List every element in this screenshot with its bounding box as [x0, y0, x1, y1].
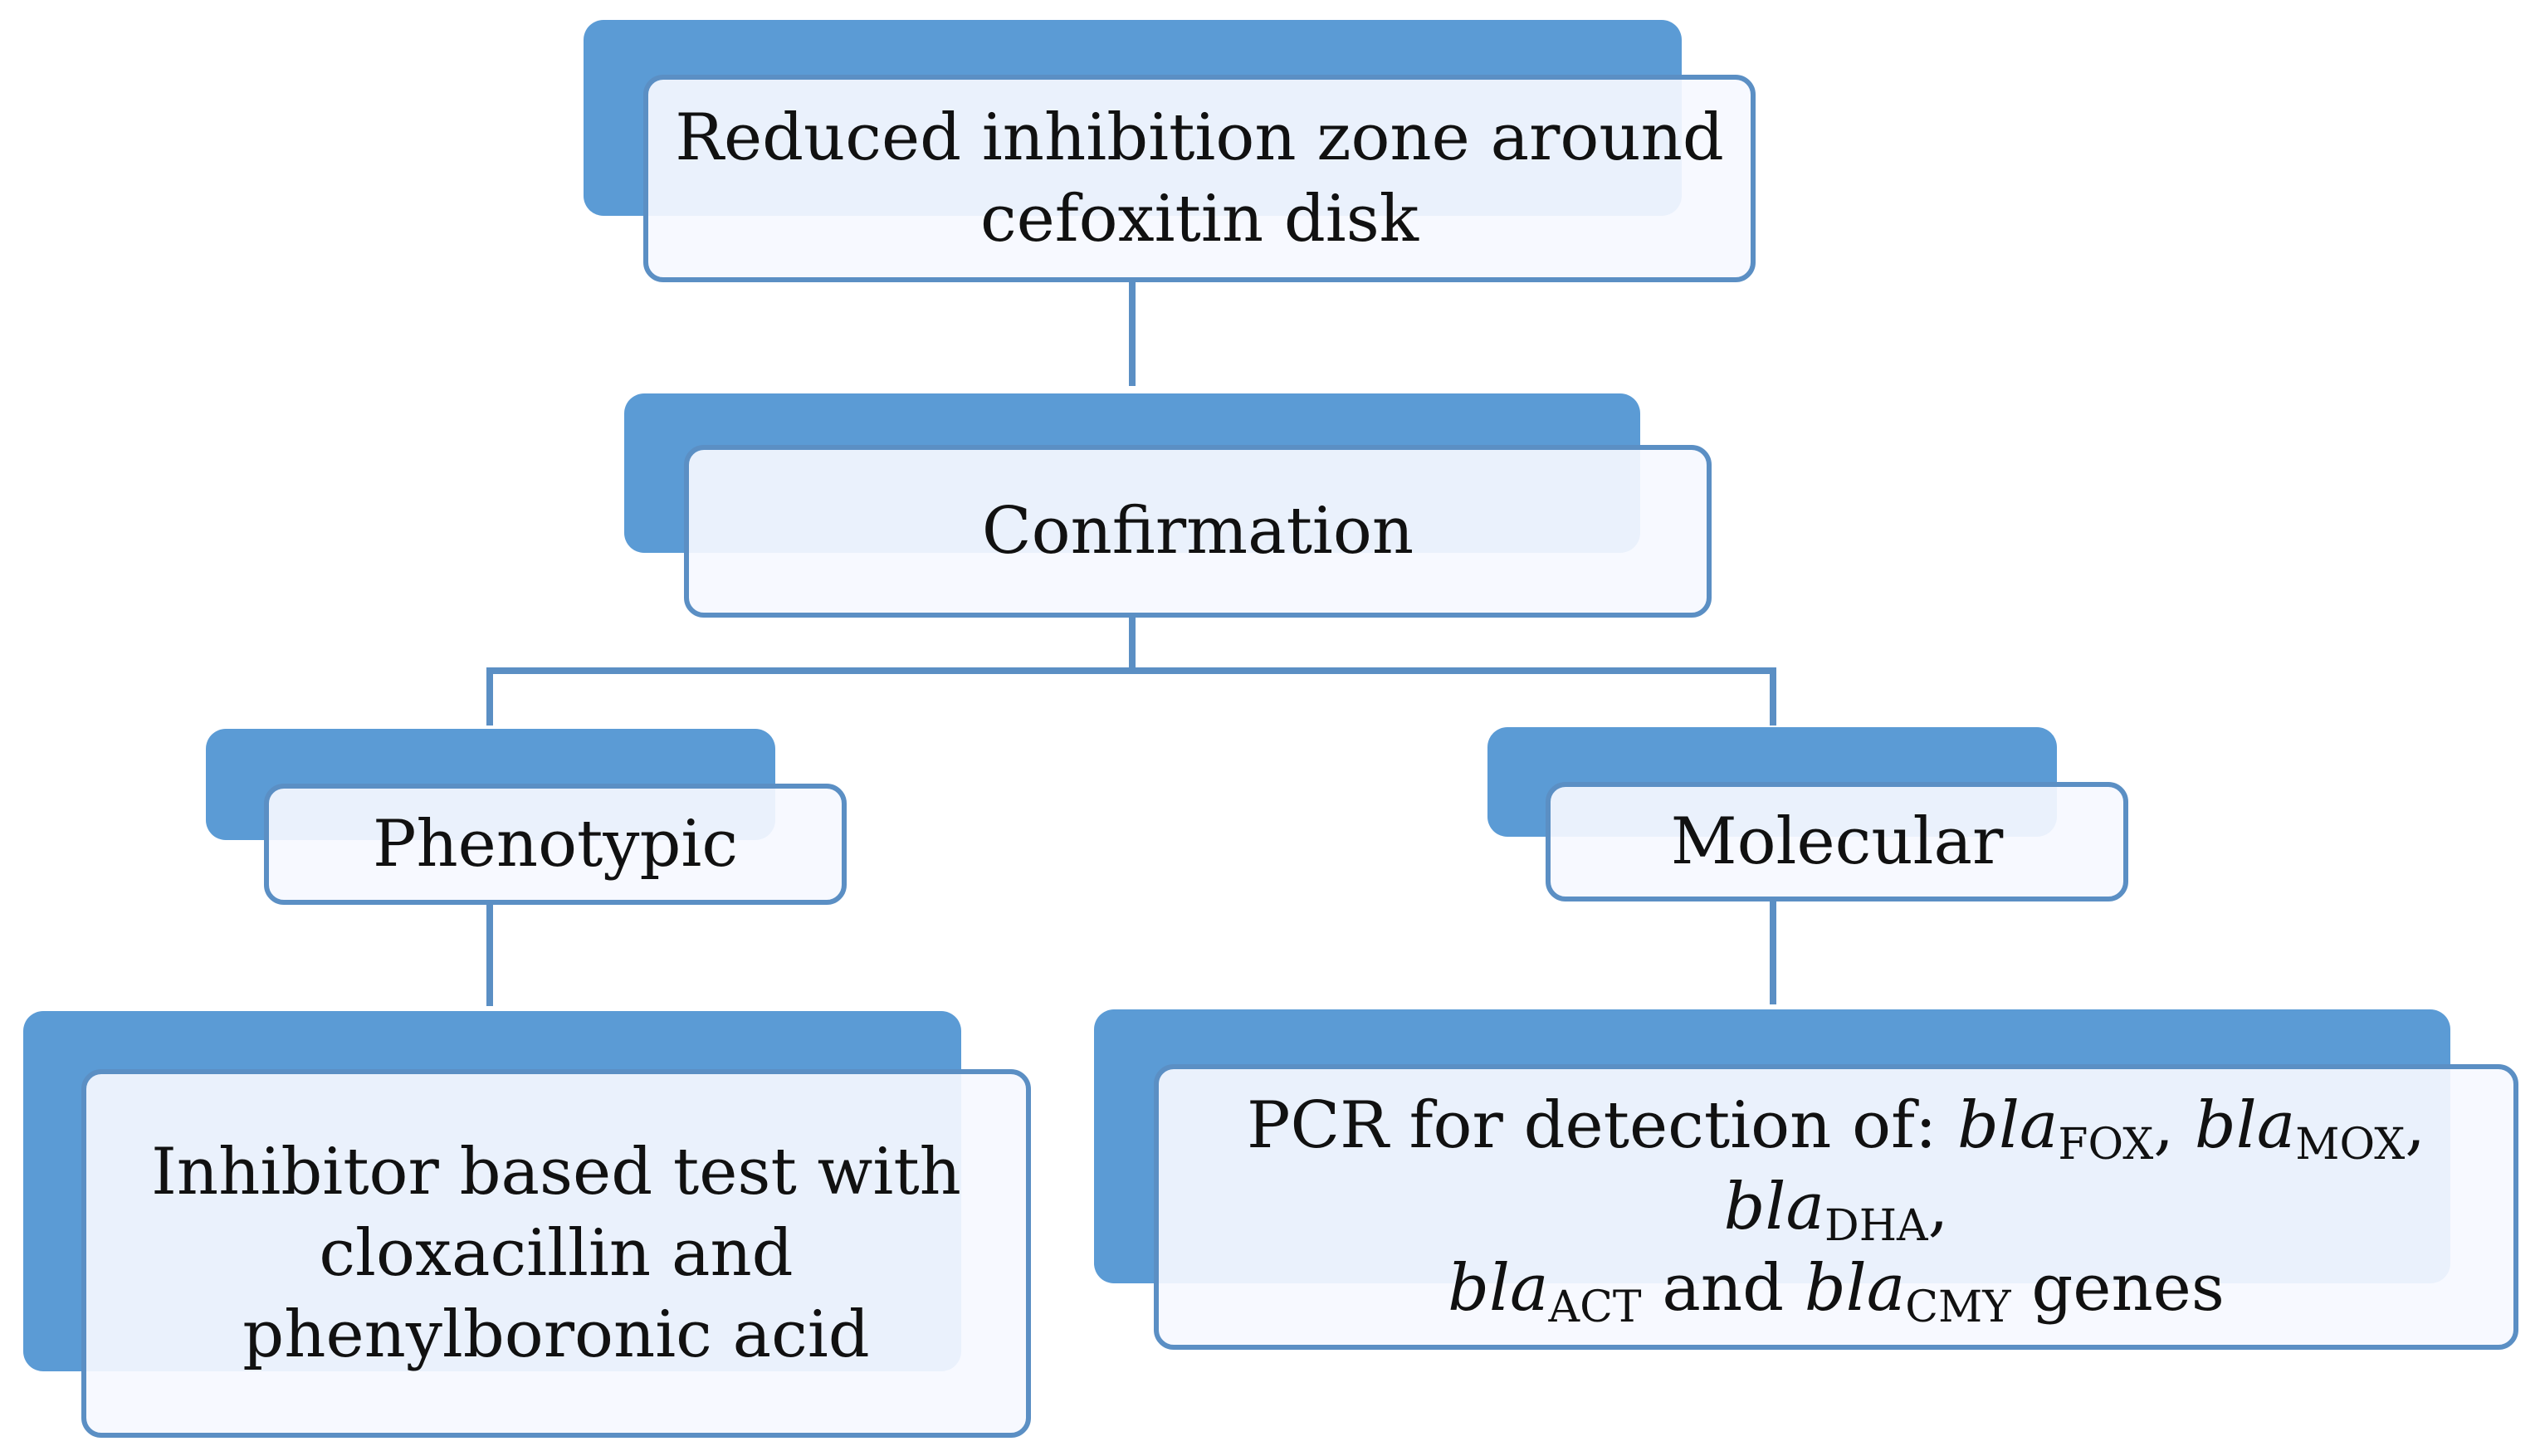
phenotypic-detail-line3: phenylboronic acid: [242, 1297, 870, 1372]
phenotypic-detail-node-box: Inhibitor based test with cloxacillin an…: [81, 1069, 1031, 1438]
connector-to-molecular: [1770, 667, 1776, 726]
root-node: Reduced inhibition zone around cefoxitin…: [584, 20, 1756, 284]
root-label-line2: cefoxitin disk: [979, 182, 1419, 257]
confirmation-node: Confirmation: [624, 393, 1712, 619]
molecular-detail-prefix: PCR for detection of:: [1246, 1088, 1958, 1163]
molecular-label: Molecular: [1670, 804, 2004, 879]
gene-act: blaACT: [1448, 1251, 1642, 1332]
molecular-node-box: Molecular: [1546, 782, 2128, 901]
phenotypic-label: Phenotypic: [372, 807, 739, 882]
connector-to-phenotypic: [486, 667, 493, 726]
gene-dha: blaDHA: [1723, 1170, 1928, 1251]
connector-molecular-to-detail: [1770, 898, 1776, 1004]
molecular-node: Molecular: [1487, 727, 2128, 903]
connector-root-to-confirmation: [1129, 278, 1136, 386]
connector-phenotypic-to-detail: [486, 903, 493, 1006]
molecular-detail-label: PCR for detection of: blaFOX, blaMOX, bl…: [1246, 1088, 2426, 1332]
phenotypic-node-box: Phenotypic: [264, 784, 847, 905]
root-node-label: Reduced inhibition zone around cefoxitin…: [675, 97, 1724, 260]
molecular-detail-node: PCR for detection of: blaFOX, blaMOX, bl…: [1094, 1009, 2518, 1351]
phenotypic-detail-line1: Inhibitor based test with: [151, 1135, 961, 1209]
phenotypic-detail-line2: cloxacillin and: [319, 1216, 794, 1291]
root-label-line1: Reduced inhibition zone around: [675, 100, 1724, 175]
phenotypic-detail-node: Inhibitor based test with cloxacillin an…: [23, 1011, 1031, 1439]
root-node-box: Reduced inhibition zone around cefoxitin…: [643, 75, 1756, 282]
connector-branch-horizontal: [486, 667, 1776, 674]
gene-fox: blaFOX: [1957, 1088, 2154, 1170]
phenotypic-node: Phenotypic: [206, 729, 847, 906]
confirmation-label: Confirmation: [981, 494, 1414, 569]
confirmation-node-box: Confirmation: [684, 445, 1712, 618]
molecular-detail-node-box: PCR for detection of: blaFOX, blaMOX, bl…: [1154, 1064, 2518, 1350]
connector-confirmation-down: [1129, 614, 1136, 674]
gene-mox: blaMOX: [2194, 1088, 2406, 1170]
gene-cmy: blaCMY: [1804, 1251, 2011, 1332]
phenotypic-detail-label: Inhibitor based test with cloxacillin an…: [151, 1131, 961, 1375]
